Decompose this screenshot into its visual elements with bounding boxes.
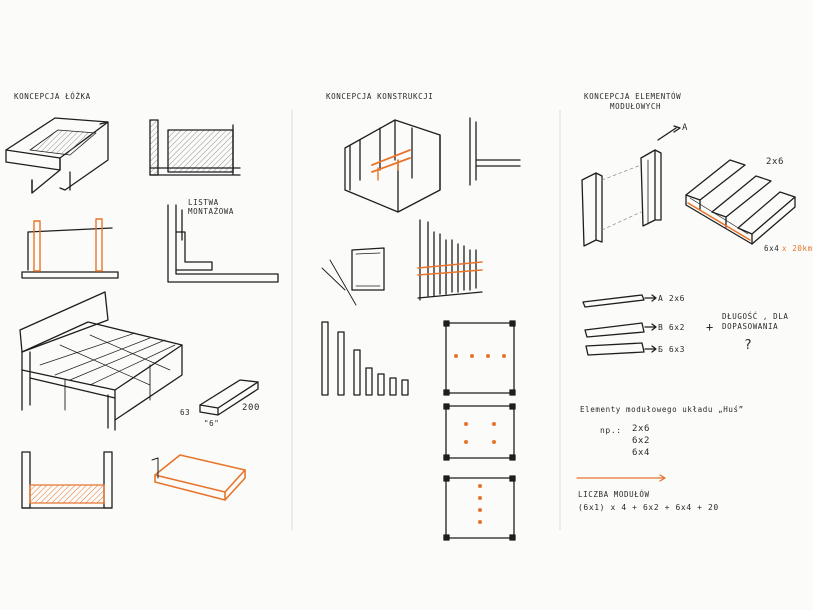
element-plus: + — [706, 320, 714, 334]
element-row-c: Б 6x3 — [658, 345, 686, 354]
label-dim-6: "6" — [204, 419, 220, 428]
system-item-2: 6x2 — [632, 436, 651, 446]
bed-box-sketch — [5, 117, 109, 194]
label-dim-63: 63 — [180, 408, 191, 417]
element-length-line1: DŁUGOŚĆ , DLA — [722, 312, 789, 321]
label-listwa-line2: MONTAŻOWA — [188, 207, 235, 216]
header-elements-line2: MODUŁOWYCH — [610, 102, 662, 111]
bed-tray-sketch — [154, 454, 246, 501]
construction-plan-3-sketch — [443, 475, 516, 541]
system-title: Elementy modułowego układu „Huś” — [580, 405, 744, 414]
construction-corner-sketch — [469, 117, 521, 186]
label-module-x20: x 20km — [782, 244, 813, 253]
construction-panel-sketch — [321, 247, 385, 306]
header-elements-line1: KONCEPCJA ELEMENTÓW — [584, 92, 682, 101]
element-row-b: B 6x2 — [658, 323, 686, 332]
construction-slats-sketch — [417, 219, 483, 301]
element-question: ? — [744, 338, 753, 353]
bed-perspective-sketch — [19, 291, 183, 431]
construction-posts-sketch — [321, 321, 409, 396]
element-length-line2: DOPASOWANIA — [722, 322, 779, 331]
construction-frame-sketch — [344, 119, 441, 213]
accent-arrow — [576, 474, 666, 482]
count-formula: (6x1) x 4 + 6x2 + 6x4 + 20 — [578, 503, 719, 512]
element-list-sketch — [582, 294, 657, 356]
construction-plan-2-sketch — [443, 403, 516, 461]
module-frame-sketch — [685, 159, 796, 245]
construction-plan-1-sketch — [443, 320, 516, 396]
mounting-strip-sketch — [167, 204, 279, 283]
label-module-6x4: 6x4 — [764, 244, 780, 253]
system-item-3: 6x4 — [632, 448, 651, 458]
label-listwa-line1: LISTWA — [188, 198, 219, 207]
header-bed: KONCEPCJA ŁÓŻKA — [14, 92, 91, 101]
label-dim-200: 200 — [242, 403, 261, 413]
element-row-a: A 2x6 — [658, 294, 686, 303]
module-beams-sketch — [581, 125, 681, 247]
system-item-1: 2x6 — [632, 424, 651, 434]
count-title: LICZBA MODUŁÓW — [578, 490, 650, 499]
plan-dots — [454, 354, 506, 524]
bed-frame-posts-sketch — [21, 218, 119, 279]
plank-dimension-sketch — [199, 379, 259, 416]
bed-headboard-sketch — [149, 119, 241, 176]
header-construction: KONCEPCJA KONSTRUKCJI — [326, 92, 434, 101]
bed-frame-bottom-sketch — [21, 451, 113, 509]
label-module-2x6: 2x6 — [766, 157, 785, 167]
label-module-a: A — [682, 123, 689, 133]
system-np: np.: — [600, 426, 622, 435]
